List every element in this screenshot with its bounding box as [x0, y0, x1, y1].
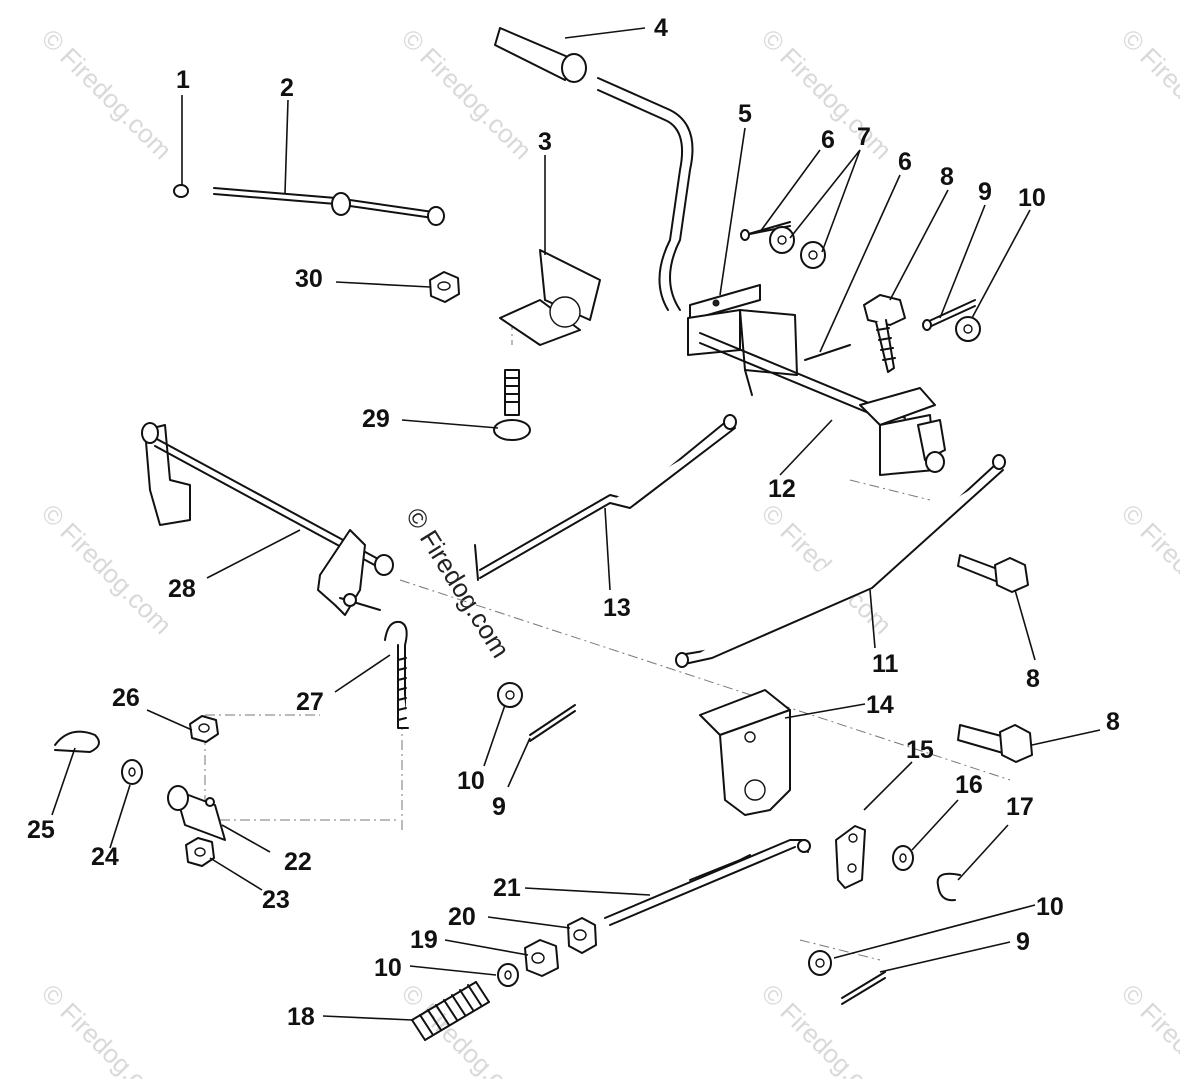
callout-30: 30: [295, 265, 323, 293]
callout-6a: 6: [821, 126, 835, 154]
part-8-bolt-mid: [957, 554, 1029, 593]
part-19-nut: [524, 939, 559, 977]
callout-19: 19: [410, 926, 438, 954]
part-17-e-clip: [936, 872, 961, 902]
watermark-7: © Firedog.com: [1116, 498, 1180, 640]
part-25-hair-pin: [54, 730, 100, 753]
callout-28: 28: [168, 575, 196, 603]
callout-6b: 6: [898, 148, 912, 176]
callout-23: 23: [262, 886, 290, 914]
callout-1: 1: [176, 66, 190, 94]
callout-5: 5: [738, 100, 752, 128]
part-20-nut: [567, 917, 597, 954]
watermark-5: © Firedog.com: [36, 498, 178, 640]
watermark-11: © Firedog.com: [1116, 978, 1180, 1079]
part-9-cotter-bottom-right: [841, 971, 886, 1005]
callout-9c: 9: [1016, 928, 1030, 956]
part-3-bracket: [499, 249, 601, 346]
part-10-washer-bottom-right: [808, 950, 832, 976]
leader-lines: [51, 27, 1101, 1021]
part-12-shaft: [699, 332, 946, 476]
part-16-washer: [892, 845, 914, 871]
callout-10b: 10: [457, 767, 485, 795]
part-10-washer-mid: [497, 682, 523, 708]
watermark-10: © Firedog.com: [756, 978, 898, 1079]
callout-8b: 8: [1026, 665, 1040, 693]
callout-24: 24: [91, 843, 119, 871]
watermark-center: © Firedog.com: [400, 502, 516, 663]
callout-8a: 8: [940, 163, 954, 191]
callout-12: 12: [768, 475, 796, 503]
part-10-washer-low: [497, 963, 519, 987]
callout-10a: 10: [1018, 184, 1046, 212]
callout-11: 11: [872, 650, 899, 678]
callout-25: 25: [27, 816, 55, 844]
part-22-swivel: [167, 785, 226, 841]
part-9-cotter-mid: [529, 704, 576, 742]
callout-2: 2: [280, 74, 294, 102]
watermark-1: © Firedog.com: [36, 23, 178, 165]
callout-20: 20: [448, 903, 476, 931]
part-15-link-plate: [835, 825, 866, 889]
part-29-bolt: [493, 369, 531, 441]
part-27-hook-bolt: [384, 620, 409, 729]
callout-29: 29: [362, 405, 390, 433]
callout-22: 22: [284, 848, 312, 876]
callout-labels: 1 2 3 4 5 6 7 6 8 9 10 30 29 12 13 28 11…: [27, 14, 1120, 1031]
callout-15: 15: [906, 736, 934, 764]
part-21-threaded-rod: [604, 839, 811, 926]
callout-9b: 9: [492, 793, 506, 821]
callout-8c: 8: [1106, 708, 1120, 736]
part-28-cross-shaft: [141, 422, 394, 616]
watermark-8: © Firedog.com: [36, 978, 178, 1079]
part-8-bolt-low: [957, 724, 1033, 763]
part-1-pin: [173, 184, 189, 198]
part-5-bracket: [687, 284, 798, 396]
part-9-cotter-top: [922, 299, 976, 331]
watermark-4: © Firedog.com: [1116, 23, 1180, 165]
hidden-lines: [204, 320, 1011, 961]
callout-3: 3: [538, 128, 552, 156]
callout-10d: 10: [374, 954, 402, 982]
callout-16: 16: [955, 771, 983, 799]
callout-26: 26: [112, 684, 140, 712]
part-23-nut: [185, 837, 215, 867]
part-14-bracket: [699, 689, 791, 816]
callout-21: 21: [493, 874, 521, 902]
part-10-washer-top: [955, 316, 981, 342]
part-8-bolt-top: [863, 294, 906, 373]
parts: [54, 27, 1033, 1041]
part-18-spring: [411, 981, 490, 1041]
callout-27: 27: [296, 688, 324, 716]
part-26-nut: [189, 715, 219, 743]
callout-13: 13: [603, 594, 631, 622]
part-11-rod: [675, 454, 1006, 668]
callout-10c: 10: [1036, 893, 1064, 921]
callout-18: 18: [287, 1003, 315, 1031]
callout-7: 7: [857, 123, 871, 151]
part-6-pin-lower: [804, 344, 851, 361]
callout-17: 17: [1006, 793, 1034, 821]
part-4-handle: [494, 27, 694, 311]
callout-14: 14: [866, 691, 894, 719]
part-30-nut: [429, 271, 460, 303]
callout-4: 4: [654, 14, 668, 42]
callout-9a: 9: [978, 178, 992, 206]
part-13-rod: [474, 414, 737, 581]
part-24-washer: [121, 759, 143, 785]
part-7-washers: [769, 226, 826, 269]
part-2-rod: [213, 187, 445, 226]
